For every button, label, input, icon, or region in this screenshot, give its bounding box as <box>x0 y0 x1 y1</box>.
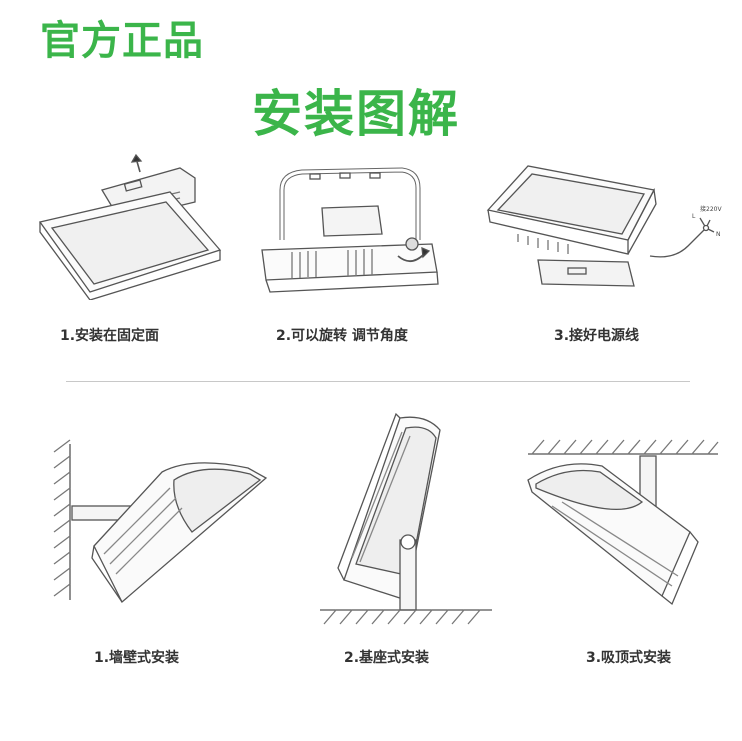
ceiling-mount-label: 3.吸顶式安装 <box>586 650 672 666</box>
step-mount-label: 1.安装在固定面 <box>60 328 160 344</box>
ceiling-mount-illustration <box>522 436 722 606</box>
wiring-n-label: N <box>716 231 721 238</box>
step-mount-illustration <box>30 150 230 300</box>
wall-mount-label: 1.墙壁式安装 <box>94 650 180 666</box>
installation-guide-title: 安装图解 <box>252 85 460 143</box>
base-mount-icon <box>320 412 492 625</box>
wall-mount-icon <box>53 439 268 604</box>
step-rotate-label: 2.可以旋转 调节角度 <box>276 328 408 344</box>
floodlight-rotate-icon <box>261 167 439 293</box>
ceiling-mount-icon <box>527 439 719 606</box>
wiring-voltage-label: 接220V <box>700 205 722 213</box>
step-rotate-illustration <box>252 160 452 300</box>
floodlight-mount-icon <box>38 153 222 300</box>
wall-mount-illustration <box>52 436 272 606</box>
step-wiring-label: 3.接好电源线 <box>554 328 640 344</box>
floodlight-wiring-icon: L N 接220V <box>486 165 722 287</box>
official-genuine-badge: 官方正品 <box>40 18 204 64</box>
base-mount-illustration <box>316 408 496 628</box>
wiring-l-label: L <box>692 213 696 220</box>
base-mount-label: 2.基座式安装 <box>344 650 430 666</box>
step-wiring-illustration: L N 接220V <box>478 160 728 300</box>
section-divider <box>66 381 690 382</box>
